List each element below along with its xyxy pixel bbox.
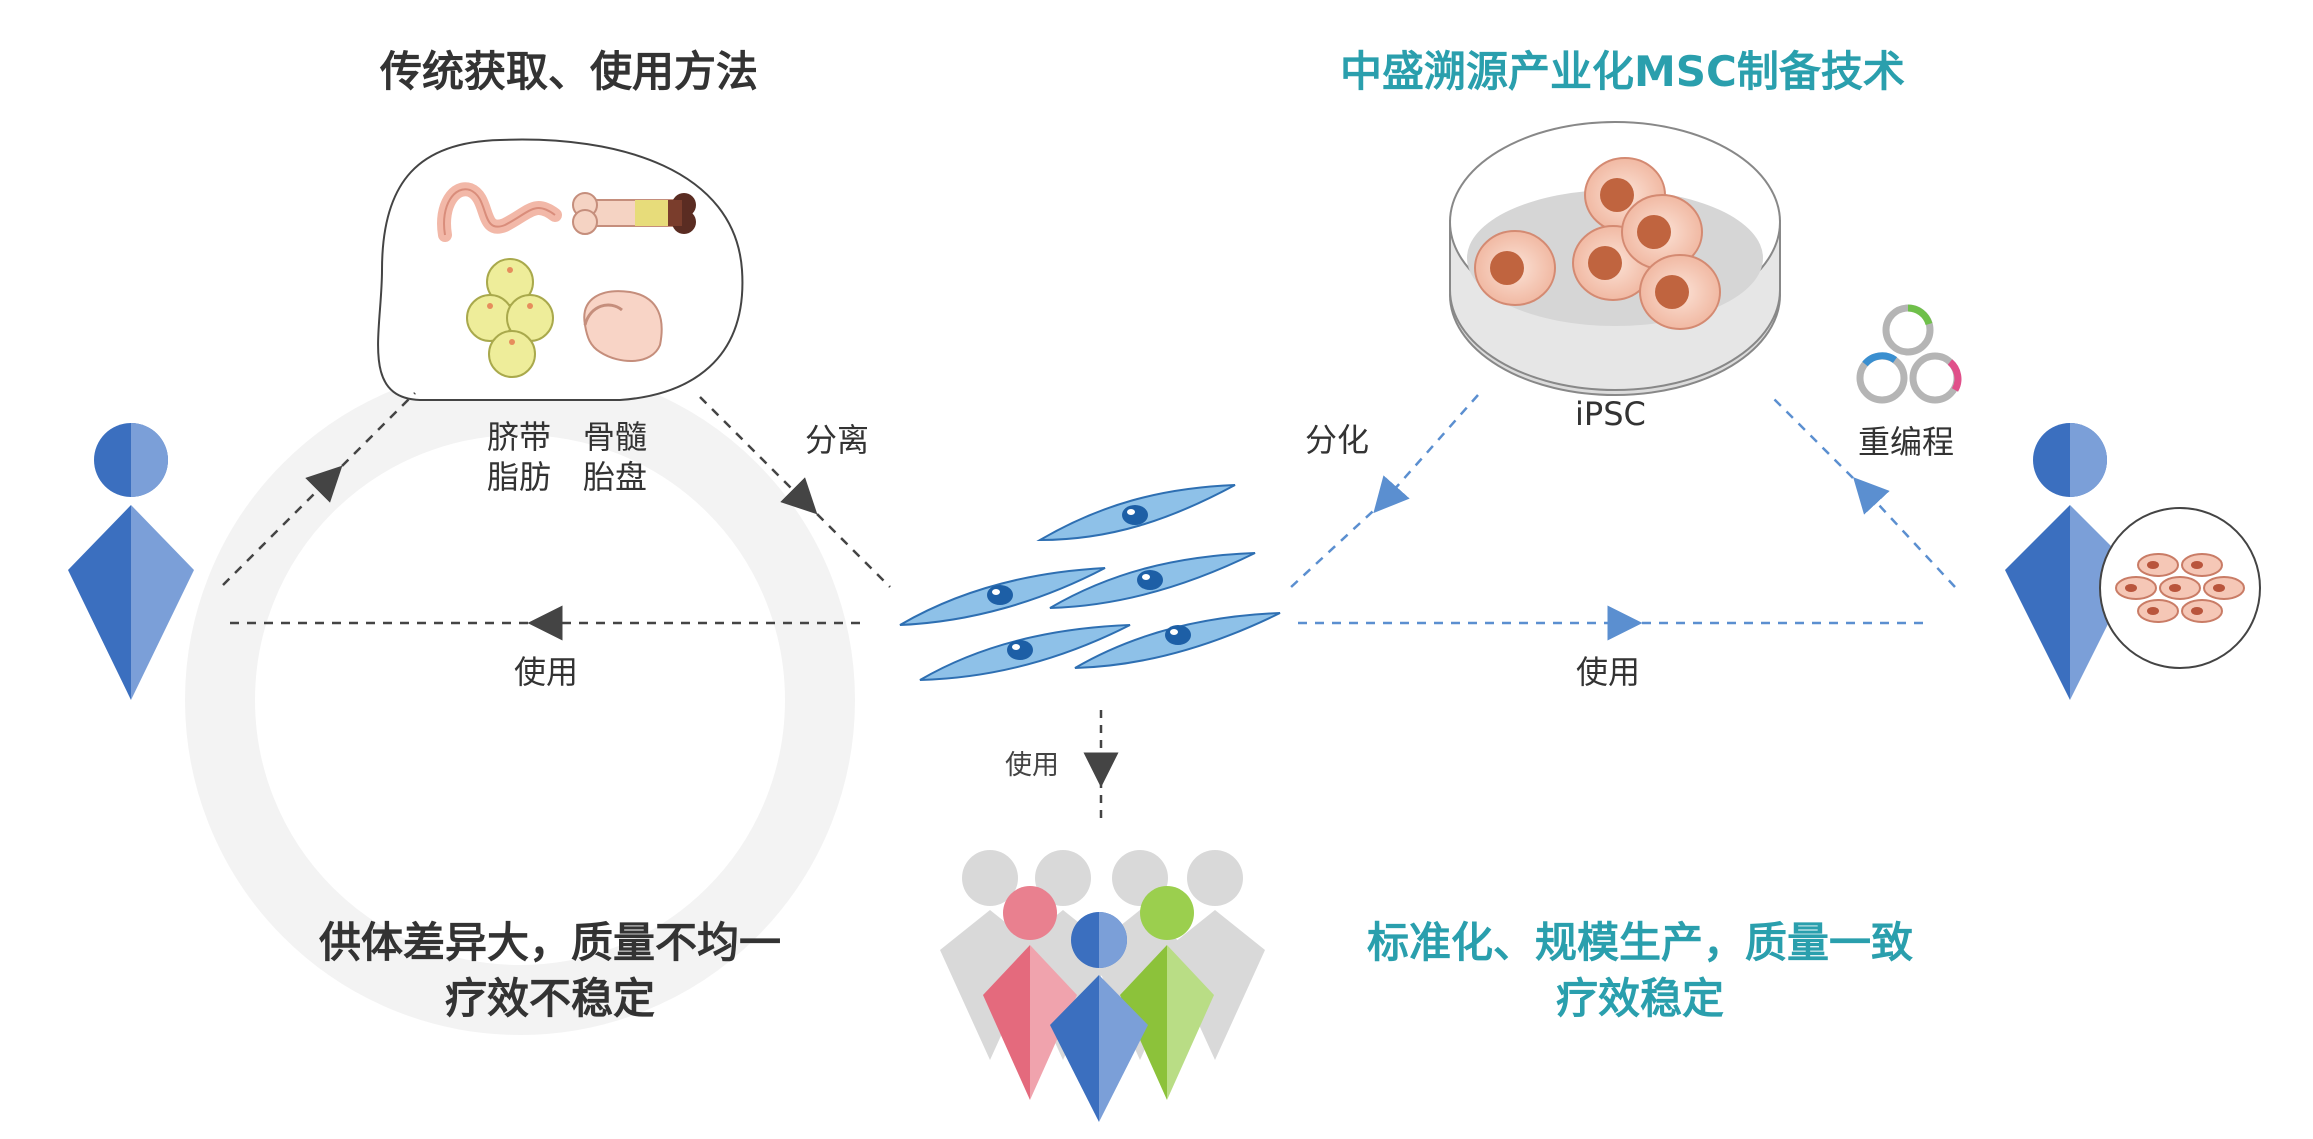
left-conclusion-line1: 供体差异大，质量不均一 [318,918,781,967]
label-fat: 脂肪 [487,458,552,496]
right-conclusion-line1: 标准化、规模生产，质量一致 [1366,918,1913,967]
right-conclusion-line2: 疗效稳定 [1555,974,1724,1023]
msc-cells-icon [899,484,1281,681]
label-reprogram: 重编程 [1858,423,1955,461]
label-ipsc: iPSC [1575,395,1646,433]
label-differentiate: 分化 [1305,421,1370,459]
label-left-use: 使用 [514,653,579,691]
skin-cells-icon [2099,507,2261,669]
tissue-sources-icon [377,138,744,401]
to-sources-arrow [222,465,343,586]
label-marrow: 骨髓 [583,418,648,456]
right-conclusion: 标准化、规模生产，质量一致 疗效稳定 [1355,915,1925,1027]
isolate-arrow [699,396,818,515]
right-title: 中盛溯源产业化MSC制备技术 [1340,47,1905,96]
ipsc-dish-icon [1449,121,1781,396]
left-conclusion: 供体差异大，质量不均一 疗效不稳定 [310,915,790,1027]
label-center-use: 使用 [1005,750,1059,781]
label-umbilical: 脐带 [487,418,552,456]
left-person-icon [68,423,194,700]
patient-group-icon [940,850,1265,1122]
label-placenta: 胎盘 [583,458,648,496]
differentiate-arrow [1373,394,1479,514]
label-isolate: 分离 [805,421,870,459]
label-right-use: 使用 [1576,653,1641,691]
reprogram-arrow [1853,477,1956,588]
reprogram-plasmids-icon [1856,304,1962,404]
left-conclusion-line2: 疗效不稳定 [444,974,655,1023]
right-person-icon [2005,423,2135,700]
left-title: 传统获取、使用方法 [380,47,759,96]
